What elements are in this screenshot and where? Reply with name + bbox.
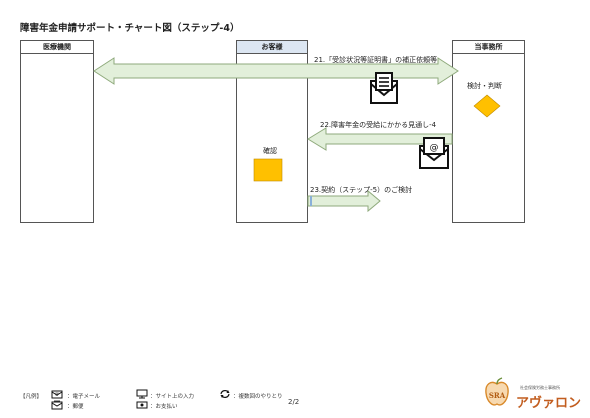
- arrow-step-21: [93, 57, 459, 85]
- review-label: 検討・判断: [467, 82, 502, 90]
- email-envelope-icon: @: [419, 137, 449, 169]
- page-title: 障害年金申請サポート・チャート図（ステップ-4）: [20, 23, 240, 34]
- decision-diamond: [473, 94, 501, 118]
- legend-payment: ：お支払い: [150, 404, 178, 410]
- confirm-box: [253, 158, 283, 182]
- arrow-step-23: [307, 189, 381, 213]
- lane-office: 当事務所: [452, 40, 525, 223]
- legend-multi-icon: [220, 390, 230, 398]
- letter-envelope-icon: [370, 72, 398, 104]
- svg-text:@: @: [55, 391, 59, 396]
- logo-name: アヴァロン: [516, 396, 582, 411]
- lane-medical: 医療機関: [20, 40, 94, 223]
- legend-mail-icon: [51, 400, 63, 410]
- logo-mark-text: SRA: [489, 391, 506, 400]
- legend-email: ：電子メール: [67, 394, 101, 400]
- step-21-label: 21.「受診状況等証明書」の補正依頼等: [314, 56, 438, 64]
- arrow-step-22: [307, 127, 453, 151]
- avalon-logo-icon: SRA: [485, 377, 509, 406]
- lane-medical-header: 医療機関: [21, 41, 93, 54]
- confirm-label: 確認: [263, 147, 277, 155]
- legend-payment-icon: [136, 401, 148, 409]
- legend-heading: 【凡例】: [20, 394, 43, 400]
- lane-customer-header: お客様: [237, 41, 307, 54]
- legend-site-icon: [136, 389, 148, 399]
- svg-text:@: @: [430, 143, 439, 153]
- logo-subtitle: 社会保険労務士事務所: [520, 385, 560, 390]
- step-22-label: 22.障害年金の受給にかかる見通し-4: [320, 121, 437, 129]
- legend-email-icon: @: [51, 390, 63, 399]
- step-23-label: 23.契約（ステップ-5）のご検討: [310, 186, 413, 194]
- legend-mail: ：郵便: [67, 404, 84, 410]
- lane-office-header: 当事務所: [453, 41, 524, 54]
- legend-multi: ：複数回のやりとり: [233, 394, 283, 400]
- legend-site: ：サイト上の入力: [150, 394, 195, 400]
- page-number: 2/2: [288, 398, 300, 406]
